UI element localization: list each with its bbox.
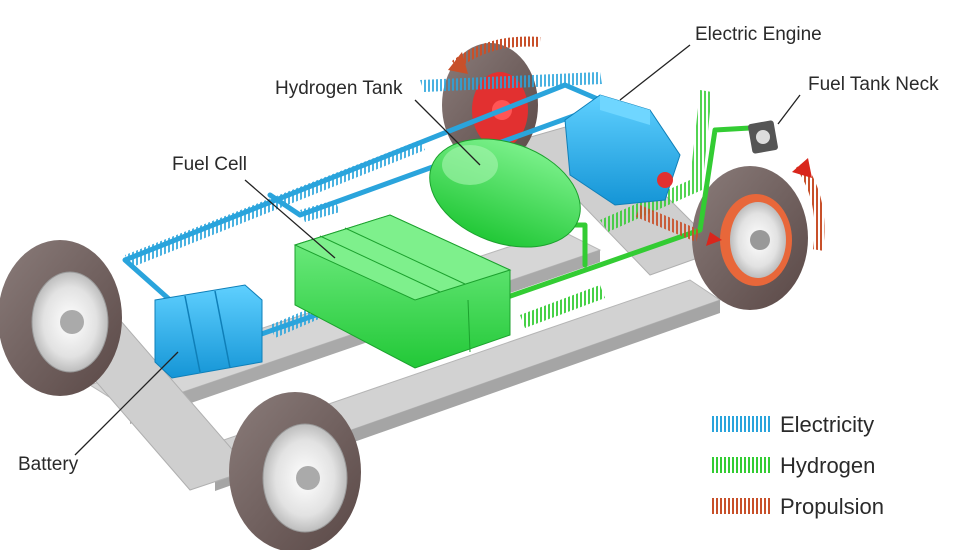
- legend: Electricity Hydrogen Propulsion: [712, 412, 884, 519]
- legend-item-propulsion: Propulsion: [712, 494, 884, 519]
- flow-arrows: [125, 36, 825, 338]
- label-electric-engine: Electric Engine: [695, 24, 822, 45]
- label-fuel-tank-neck: Fuel Tank Neck: [808, 74, 939, 95]
- fuel-tank-neck: [748, 120, 778, 154]
- label-hydrogen-tank: Hydrogen Tank: [275, 78, 403, 99]
- legend-item-hydrogen: Hydrogen: [712, 453, 875, 478]
- legend-label-electricity: Electricity: [780, 412, 874, 437]
- legend-label-hydrogen: Hydrogen: [780, 453, 875, 478]
- hydrogen-tank: [429, 138, 581, 248]
- propulsion-swatch: [712, 498, 772, 514]
- electric-engine: [564, 94, 681, 206]
- legend-label-propulsion: Propulsion: [780, 494, 884, 519]
- fuel-cell: [293, 214, 512, 369]
- rear-left-wheel: [0, 240, 122, 396]
- front-left-wheel: [229, 392, 361, 550]
- electricity-swatch: [712, 416, 772, 432]
- front-right-wheel: [692, 166, 808, 310]
- legend-item-electricity: Electricity: [712, 412, 874, 437]
- hydrogen-swatch: [712, 457, 772, 473]
- label-fuel-cell: Fuel Cell: [172, 154, 247, 175]
- label-battery: Battery: [18, 454, 79, 475]
- leader-lines: [74, 44, 801, 456]
- battery: [154, 284, 263, 379]
